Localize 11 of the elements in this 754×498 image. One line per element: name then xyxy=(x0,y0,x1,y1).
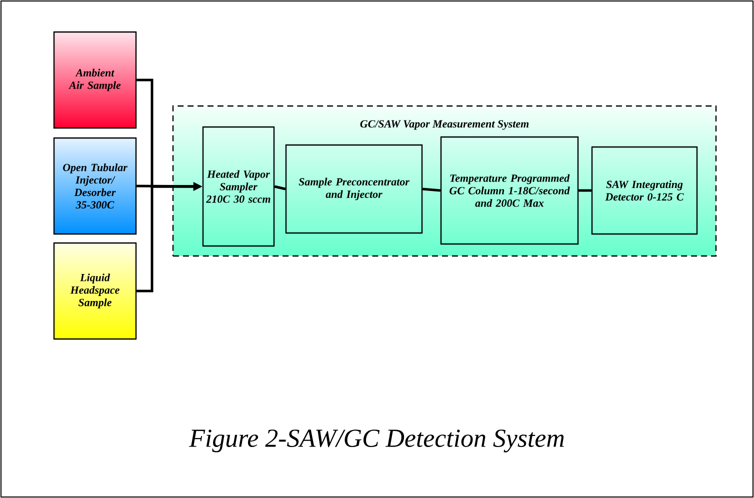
source-box: Ambient Air Sample xyxy=(53,31,137,129)
source-box: Open Tubular Injector/ Desorber 35-300C xyxy=(53,137,137,235)
connector xyxy=(422,188,440,192)
caption: Figure 2-SAW/GC Detection System xyxy=(189,430,564,452)
process-box: SAW Integrating Detector 0-125 C xyxy=(591,146,698,235)
connector xyxy=(274,185,286,190)
process-box: Temperature Programmed GC Column 1-18C/second and 200C Max xyxy=(440,136,579,245)
source-box: Liquid Headspace Sample xyxy=(53,242,137,340)
process-box: Sample Preconcentrator and Injector xyxy=(285,144,423,234)
connector xyxy=(578,189,592,192)
process-box: Heated Vapor Sampler 210C 30 sccm xyxy=(202,126,275,247)
